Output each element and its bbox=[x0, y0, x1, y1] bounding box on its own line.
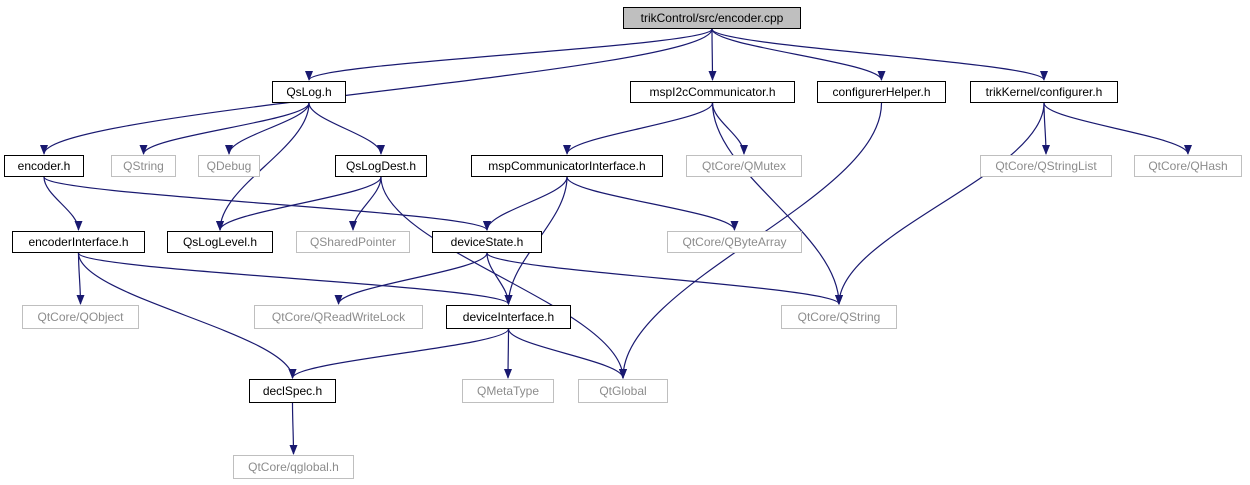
node-label: QtCore/qglobal.h bbox=[248, 460, 339, 474]
edge-devif-to-declspec bbox=[288, 328, 510, 379]
edge-root-to-trikconf bbox=[711, 28, 1048, 81]
node-devicestate-h[interactable]: deviceState.h bbox=[432, 231, 542, 253]
node-encoder-h[interactable]: encoder.h bbox=[4, 155, 84, 177]
edge-qslog-to-qstring1 bbox=[139, 102, 310, 155]
node-label: QtGlobal bbox=[599, 384, 647, 398]
node-mspcommunicatorinterface-h[interactable]: mspCommunicatorInterface.h bbox=[471, 155, 663, 177]
edge-devstate-to-devif bbox=[486, 252, 513, 305]
node-configurerhelper-h[interactable]: configurerHelper.h bbox=[817, 81, 946, 103]
node-encoder-cpp: trikControl/src/encoder.cpp bbox=[623, 7, 801, 29]
edge-qslog-to-qdebug bbox=[225, 102, 310, 155]
node-qtcore-qbytearray: QtCore/QByteArray bbox=[667, 231, 802, 253]
edge-qslogdest-to-qtglobal bbox=[380, 176, 627, 379]
edge-qslog-to-qslogdest bbox=[308, 102, 385, 155]
edge-encoderif-to-declspec bbox=[77, 252, 297, 379]
node-label: QsLogLevel.h bbox=[182, 235, 258, 249]
edge-encoder-to-devstate bbox=[43, 176, 491, 231]
node-label: trikKernel/configurer.h bbox=[985, 85, 1103, 99]
node-label: QtCore/QStringList bbox=[995, 159, 1097, 173]
node-qtcore-qreadwritelock: QtCore/QReadWriteLock bbox=[254, 305, 423, 329]
node-label: QtCore/QByteArray bbox=[682, 235, 787, 249]
node-qstring: QString bbox=[111, 155, 176, 177]
edge-root-to-confhelper bbox=[711, 28, 886, 81]
node-qsharedpointer: QSharedPointer bbox=[296, 231, 410, 253]
node-label: trikControl/src/encoder.cpp bbox=[640, 11, 784, 25]
node-qmetatype: QMetaType bbox=[462, 379, 554, 403]
node-qdebug: QDebug bbox=[198, 155, 260, 177]
edge-root-to-qslog bbox=[305, 28, 713, 81]
edge-qslogdest-to-qsharedptr bbox=[349, 176, 382, 231]
node-qtcore-qglobal-h: QtCore/qglobal.h bbox=[233, 455, 354, 479]
node-qtcore-qstring: QtCore/QString bbox=[781, 305, 897, 329]
node-label: QtCore/QMutex bbox=[701, 159, 787, 173]
edge-mspcommif-to-devstate bbox=[483, 176, 568, 231]
edge-root-to-encoder bbox=[40, 28, 713, 155]
node-label: QtCore/QHash bbox=[1148, 159, 1228, 173]
node-label: QtCore/QString bbox=[797, 310, 881, 324]
edge-mspcommif-to-qbytearray bbox=[566, 176, 739, 231]
node-trikkernel-configurer-h[interactable]: trikKernel/configurer.h bbox=[970, 81, 1118, 103]
node-label: QsLog.h bbox=[286, 85, 332, 99]
node-qsloglevel-h[interactable]: QsLogLevel.h bbox=[167, 231, 273, 253]
node-label: encoderInterface.h bbox=[28, 235, 129, 249]
node-label: QString bbox=[123, 159, 164, 173]
edge-mspi2c-to-qtcorestring bbox=[711, 102, 843, 305]
edge-devif-to-qmetatype bbox=[504, 328, 513, 379]
edge-encoder-to-encoderif bbox=[43, 176, 83, 231]
edge-trikconf-to-qhash bbox=[1043, 102, 1192, 155]
node-label: QsLogDest.h bbox=[345, 159, 417, 173]
node-qslog-h[interactable]: QsLog.h bbox=[272, 81, 346, 103]
edge-root-to-mspi2c bbox=[708, 28, 717, 81]
node-label: QDebug bbox=[206, 159, 252, 173]
node-label: QSharedPointer bbox=[309, 235, 397, 249]
edge-encoderif-to-devif bbox=[77, 252, 513, 305]
node-label: QMetaType bbox=[476, 384, 540, 398]
node-label: configurerHelper.h bbox=[832, 85, 931, 99]
edge-mspi2c-to-mspcommif bbox=[563, 102, 714, 155]
node-qslogdest-h[interactable]: QsLogDest.h bbox=[335, 155, 427, 177]
node-label: deviceState.h bbox=[450, 235, 524, 249]
edge-devif-to-qtglobal bbox=[507, 328, 627, 379]
node-label: QtCore/QReadWriteLock bbox=[271, 310, 406, 324]
edge-qslogdest-to-qsloglevel bbox=[216, 176, 382, 231]
edge-mspi2c-to-qmutex bbox=[711, 102, 748, 155]
edge-devstate-to-qrwlock bbox=[334, 252, 488, 305]
node-qtglobal: QtGlobal bbox=[578, 379, 668, 403]
node-label: mspI2cCommunicator.h bbox=[649, 85, 776, 99]
edge-encoderif-to-qobject bbox=[76, 252, 85, 305]
edge-declspec-to-qglobalh bbox=[289, 402, 298, 455]
edge-qslog-to-qsloglevel bbox=[216, 102, 310, 231]
node-declspec-h[interactable]: declSpec.h bbox=[249, 379, 336, 403]
node-qtcore-qstringlist: QtCore/QStringList bbox=[980, 155, 1112, 177]
node-qtcore-qobject: QtCore/QObject bbox=[22, 305, 139, 329]
node-label: deviceInterface.h bbox=[462, 310, 555, 324]
node-label: mspCommunicatorInterface.h bbox=[488, 159, 646, 173]
edge-devstate-to-qtcorestring bbox=[486, 252, 843, 305]
node-qtcore-qmutex: QtCore/QMutex bbox=[686, 155, 802, 177]
node-qtcore-qhash: QtCore/QHash bbox=[1134, 155, 1242, 177]
node-label: QtCore/QObject bbox=[37, 310, 124, 324]
edge-trikconf-to-qstringlist bbox=[1041, 102, 1050, 155]
node-deviceinterface-h[interactable]: deviceInterface.h bbox=[446, 305, 571, 329]
edge-trikconf-to-qtcorestring bbox=[835, 102, 1045, 305]
node-label: declSpec.h bbox=[262, 384, 323, 398]
node-encoderinterface-h[interactable]: encoderInterface.h bbox=[12, 231, 145, 253]
node-label: encoder.h bbox=[17, 159, 71, 173]
node-mspi2ccommunicator-h[interactable]: mspI2cCommunicator.h bbox=[630, 81, 795, 103]
